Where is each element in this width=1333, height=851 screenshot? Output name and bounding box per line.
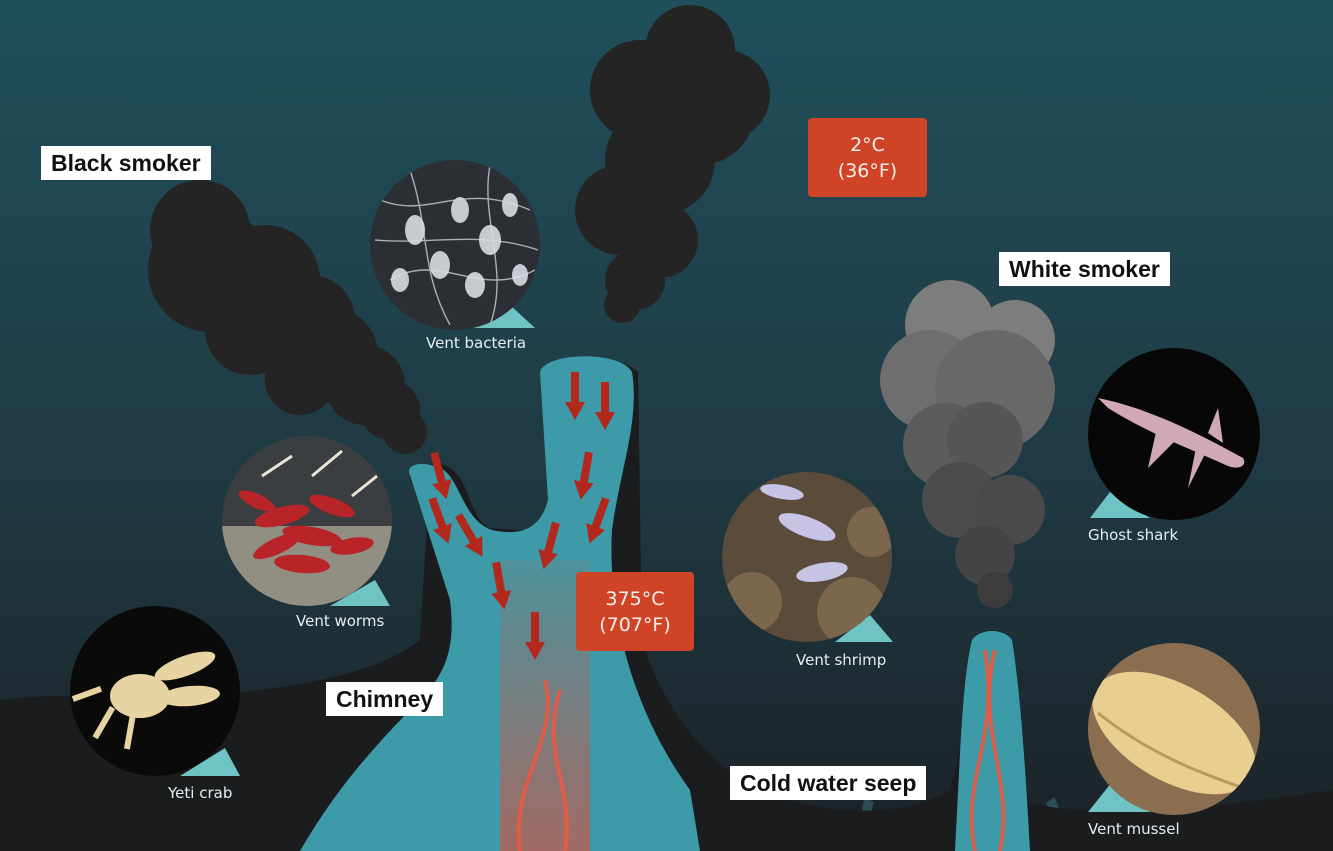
black-smoker-label: Black smoker bbox=[41, 146, 211, 180]
vent-mussel-photo bbox=[1088, 643, 1260, 815]
heat-arrows bbox=[428, 372, 615, 660]
vent-bacteria-photo bbox=[370, 160, 540, 330]
vent-shrimp-photo bbox=[722, 472, 892, 642]
yeti-crab-photo bbox=[70, 606, 240, 776]
cold-water-seep-label: Cold water seep bbox=[730, 766, 927, 800]
cold-temp-celsius: 2°C bbox=[850, 133, 885, 156]
heat-glow bbox=[500, 560, 590, 851]
hot-temp-fahrenheit: (707°F) bbox=[599, 613, 671, 636]
white-smoke bbox=[880, 280, 1055, 608]
ghost-shark-photo bbox=[1088, 348, 1260, 520]
cold-temperature-badge: 2°C (36°F) bbox=[808, 118, 927, 197]
vent-shrimp-caption: Vent shrimp bbox=[796, 651, 887, 669]
ghost-shark-caption: Ghost shark bbox=[1088, 526, 1179, 544]
yeti-crab-caption: Yeti crab bbox=[168, 784, 233, 802]
white-smoker-label: White smoker bbox=[999, 252, 1170, 286]
vent-worms-caption: Vent worms bbox=[296, 612, 385, 630]
callout-pointers bbox=[180, 305, 1150, 812]
vent-mussel-caption: Vent mussel bbox=[1088, 820, 1180, 838]
chimney-label: Chimney bbox=[326, 682, 444, 716]
hot-temperature-badge: 375°C (707°F) bbox=[576, 572, 694, 651]
hot-temp-celsius: 375°C bbox=[605, 587, 665, 610]
heat-flows bbox=[516, 649, 1006, 851]
black-smoke-left bbox=[148, 180, 427, 454]
cold-temp-fahrenheit: (36°F) bbox=[837, 159, 898, 182]
vent-worms-photo bbox=[222, 436, 392, 606]
vent-bacteria-caption: Vent bacteria bbox=[426, 334, 527, 352]
black-smoke-center bbox=[575, 5, 770, 323]
